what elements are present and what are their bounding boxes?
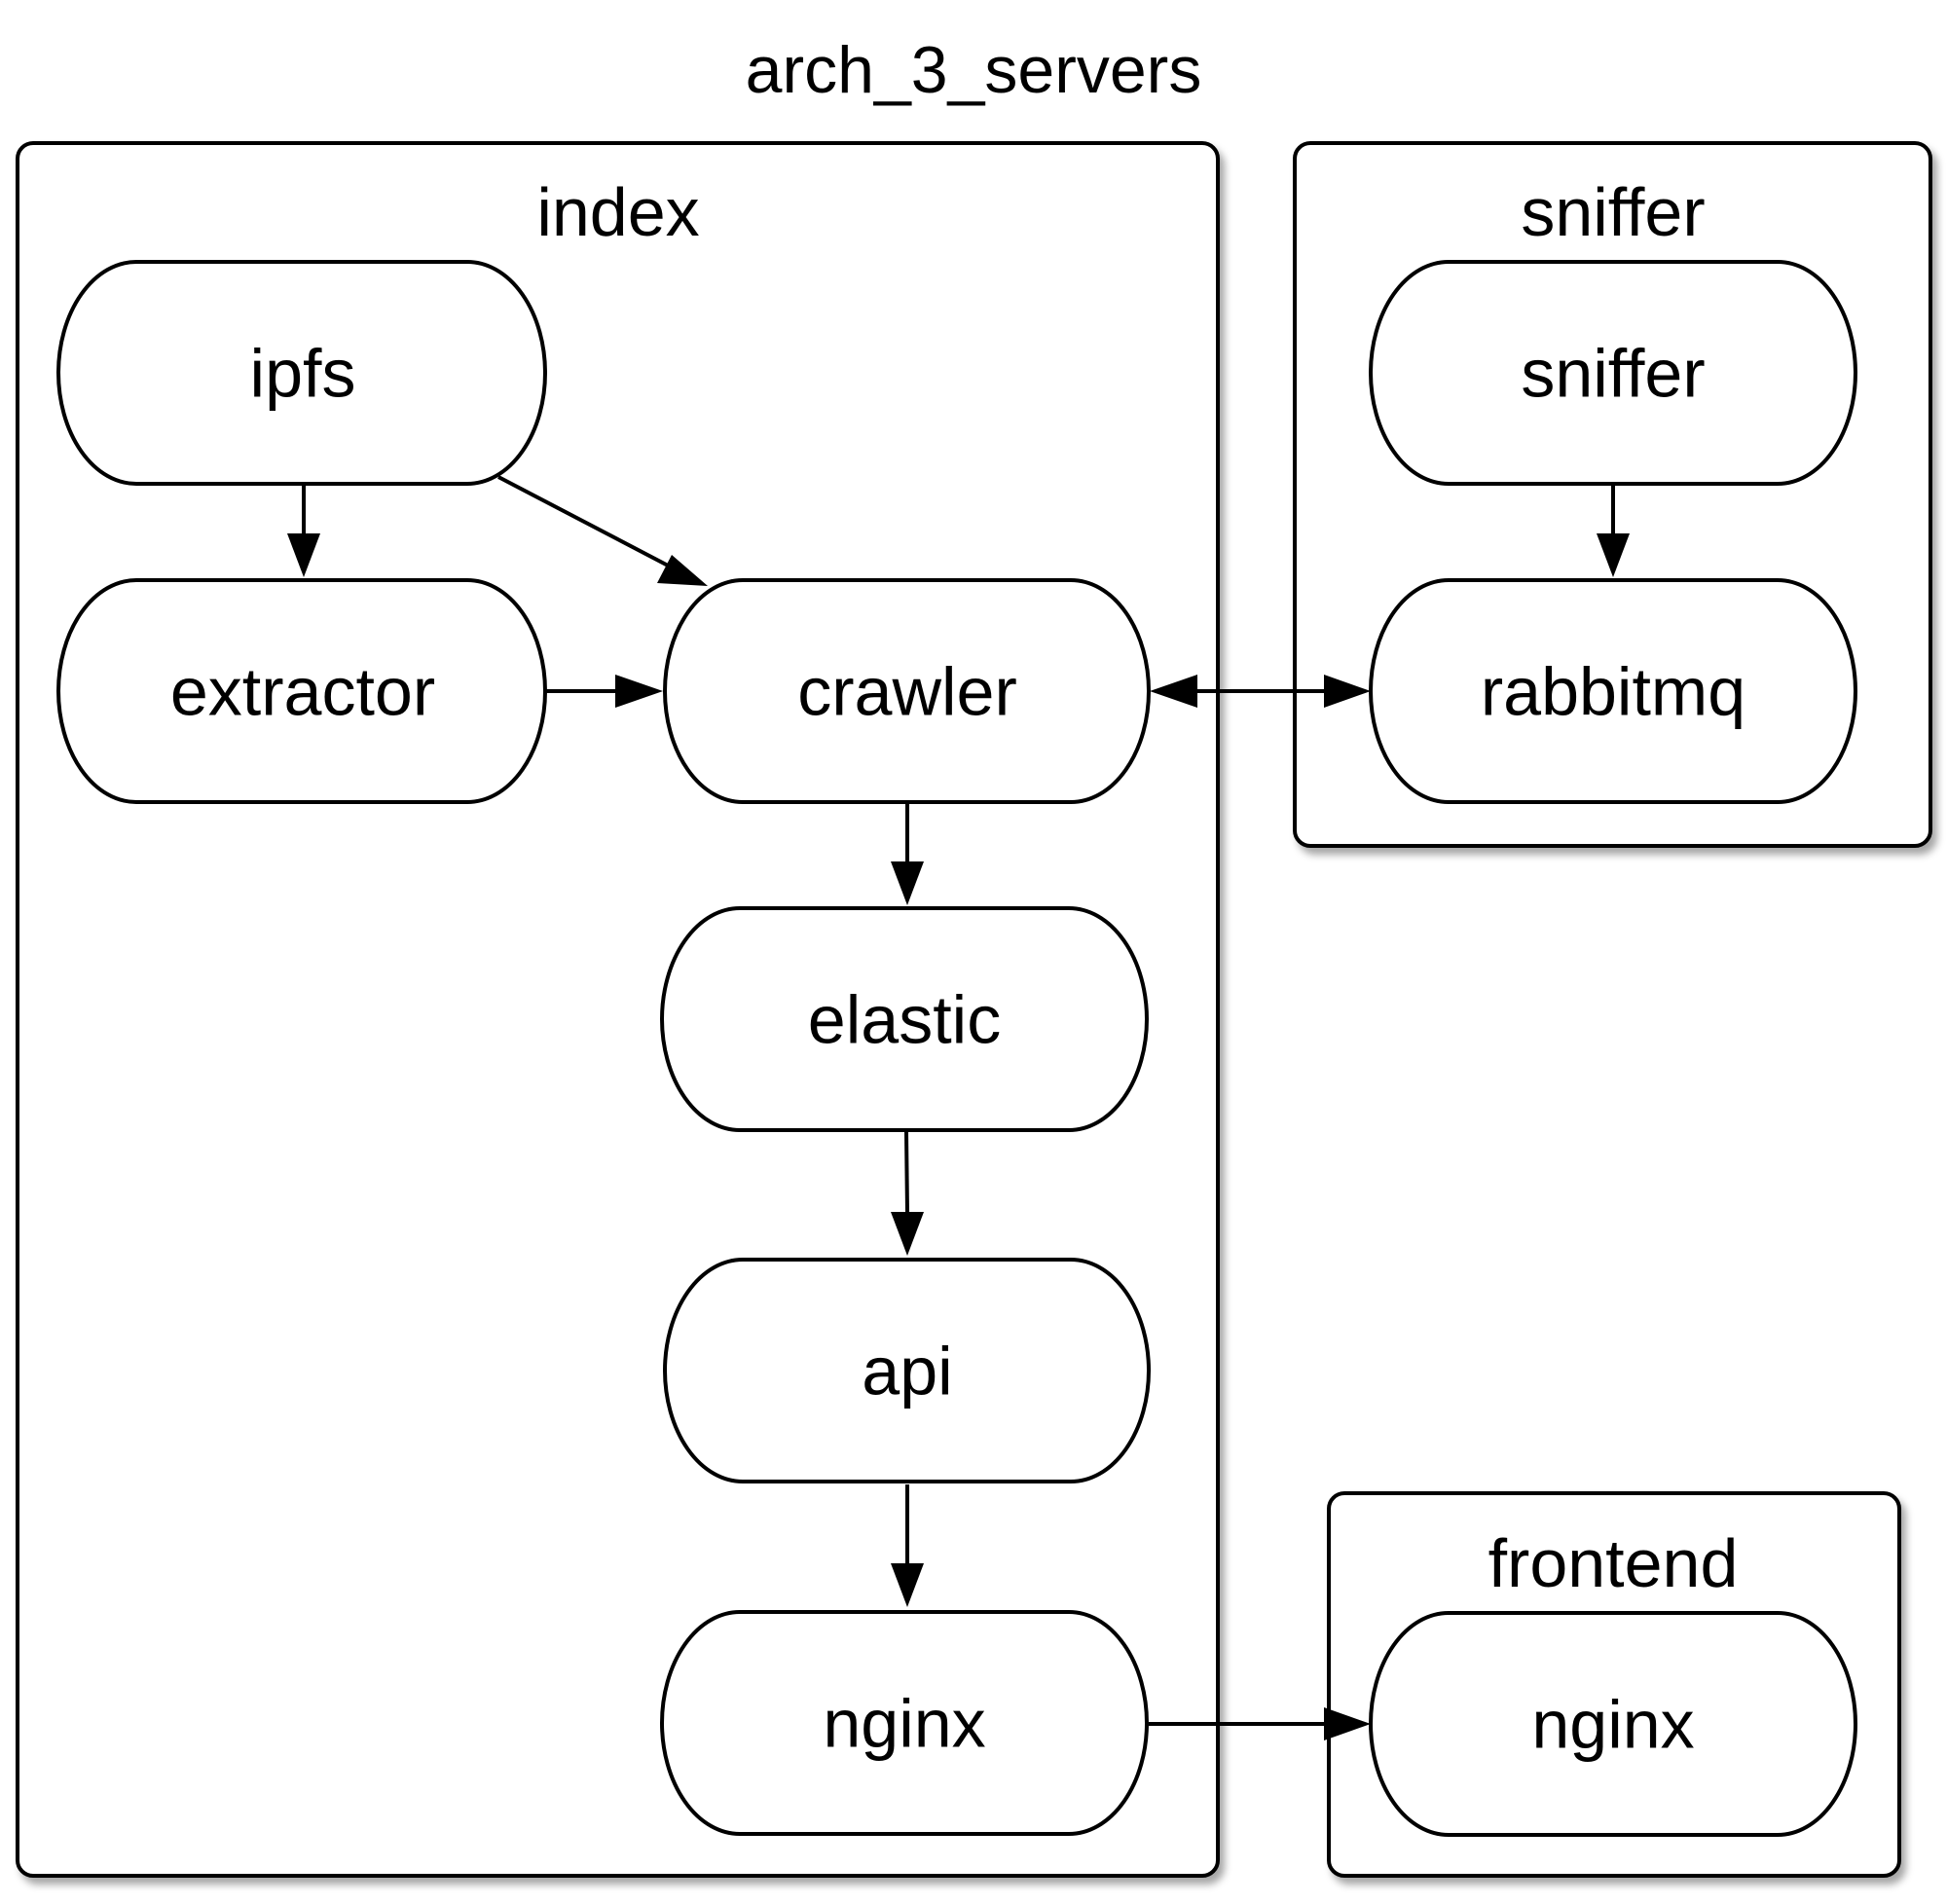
arrowhead-icon	[1324, 675, 1371, 708]
node-ipfs[interactable]: ipfs	[56, 260, 547, 486]
cluster-index-label: index	[536, 174, 699, 250]
node-crawler-label: crawler	[797, 654, 1017, 730]
arrowhead-icon	[1597, 533, 1630, 577]
node-nginx-frontend[interactable]: nginx	[1369, 1611, 1857, 1837]
edge-api-to-nginx-index	[891, 1484, 924, 1607]
arrowhead-icon	[1324, 1707, 1371, 1740]
edges	[287, 475, 1630, 1740]
node-rabbitmq[interactable]: rabbitmq	[1369, 578, 1857, 804]
cluster-frontend-label: frontend	[1488, 1525, 1739, 1601]
edge-ipfs-to-crawler	[497, 475, 708, 586]
edge-sniffer-to-rabbitmq	[1597, 485, 1630, 577]
arrowhead-icon	[1150, 675, 1197, 708]
edge-crawler-to-elastic	[891, 804, 924, 905]
node-ipfs-label: ipfs	[250, 336, 356, 412]
cluster-sniffer-label: sniffer	[1521, 174, 1705, 250]
arrowhead-icon	[891, 1563, 924, 1607]
node-sniffer[interactable]: sniffer	[1369, 260, 1857, 486]
node-nginx-frontend-label: nginx	[1531, 1687, 1694, 1763]
node-elastic-label: elastic	[808, 982, 1001, 1058]
node-extractor-label: extractor	[170, 654, 435, 730]
node-api-label: api	[862, 1334, 952, 1410]
edge-extractor-to-crawler	[545, 675, 663, 708]
node-sniffer-label: sniffer	[1521, 336, 1705, 412]
nodes: ipfs extractor crawler elastic api nginx…	[56, 260, 1857, 1837]
edge-ipfs-to-extractor	[287, 485, 320, 577]
node-extractor[interactable]: extractor	[56, 578, 547, 804]
arrowhead-icon	[287, 533, 320, 577]
diagram-title: arch_3_servers	[746, 33, 1202, 107]
edge-crawler-to-rabbitmq	[1150, 675, 1371, 708]
edge-nginx-index-to-nginx-frontend	[1149, 1707, 1371, 1740]
arrowhead-icon	[891, 1212, 924, 1256]
node-crawler[interactable]: crawler	[663, 578, 1151, 804]
node-api[interactable]: api	[663, 1258, 1151, 1483]
arrowhead-icon	[657, 555, 708, 586]
arrowhead-icon	[615, 675, 663, 708]
node-elastic[interactable]: elastic	[660, 906, 1149, 1132]
node-nginx-index[interactable]: nginx	[660, 1610, 1149, 1836]
arrowhead-icon	[891, 861, 924, 905]
edge-elastic-to-api	[891, 1131, 924, 1256]
node-nginx-index-label: nginx	[823, 1686, 985, 1762]
node-rabbitmq-label: rabbitmq	[1481, 654, 1745, 730]
